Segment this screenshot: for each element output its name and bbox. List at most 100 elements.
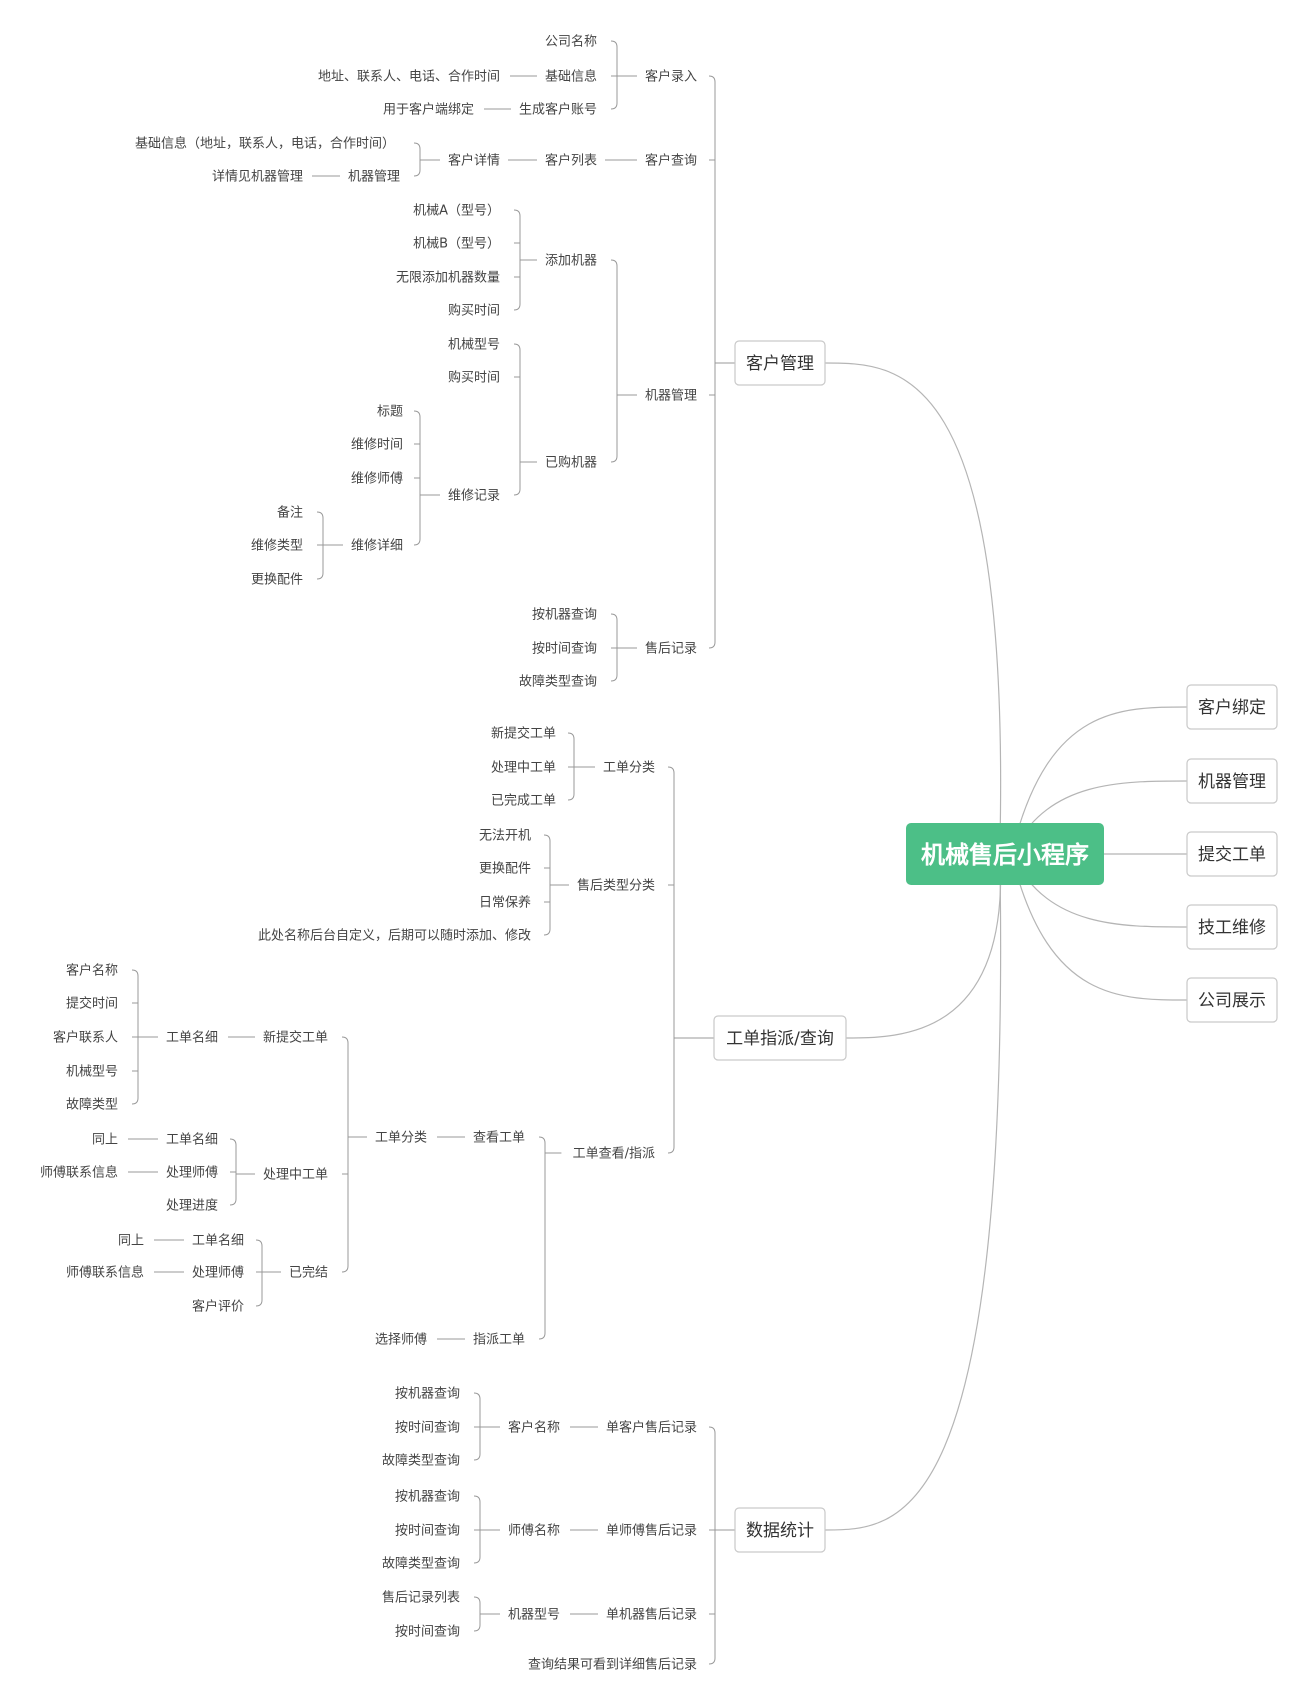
- branch-right-1[interactable]: 机器管理: [1198, 772, 1266, 792]
- topic-label[interactable]: 维修详细: [351, 539, 403, 554]
- branch-right-0[interactable]: 客户绑定: [1198, 698, 1266, 718]
- topic-label[interactable]: 处理中工单: [491, 761, 556, 776]
- topic-label[interactable]: 单师傅售后记录: [606, 1523, 697, 1539]
- root-node-box[interactable]: [906, 823, 1104, 885]
- topic-label[interactable]: 单机器售后记录: [606, 1607, 697, 1623]
- branch-left-0[interactable]: 客户管理: [746, 354, 814, 374]
- topic-label[interactable]: 维修时间: [351, 438, 403, 453]
- topic-label[interactable]: 维修师傅: [351, 472, 403, 487]
- branch-left-2[interactable]: 数据统计: [746, 1521, 814, 1541]
- topic-label[interactable]: 按机器查询: [532, 608, 597, 623]
- topic-label[interactable]: 按机器查询: [395, 1490, 460, 1505]
- topic-label[interactable]: 基础信息: [545, 69, 597, 85]
- topic-label[interactable]: 处理进度: [166, 1198, 218, 1214]
- topic-label[interactable]: 无法开机: [479, 829, 531, 844]
- topic-label[interactable]: 处理中工单: [263, 1168, 328, 1183]
- topic-label[interactable]: 客户名称: [66, 963, 118, 979]
- topic-label[interactable]: 用于客户端绑定: [383, 102, 474, 118]
- topic-label[interactable]: 同上: [118, 1234, 144, 1249]
- topic-label[interactable]: 机械A（型号）: [413, 204, 500, 219]
- node-customer-entry[interactable]: 客户录入: [645, 69, 697, 85]
- branch-left-1-box[interactable]: [713, 1015, 847, 1061]
- node-machine-mgmt[interactable]: 机器管理: [645, 389, 697, 404]
- topic-label[interactable]: 故障类型查询: [382, 1454, 460, 1469]
- branch-left-2-box[interactable]: [734, 1507, 826, 1553]
- topic-label[interactable]: 更换配件: [251, 573, 303, 588]
- branch-right-2[interactable]: 提交工单: [1198, 845, 1266, 865]
- topic-label[interactable]: 基础信息（地址，联系人，电话，合作时间）: [135, 136, 395, 152]
- topic-label[interactable]: 无限添加机器数量: [396, 271, 500, 286]
- topic-label[interactable]: 客户名称: [508, 1420, 560, 1436]
- branch-right-4[interactable]: 公司展示: [1198, 991, 1266, 1011]
- topic-label[interactable]: 购买时间: [448, 370, 500, 386]
- branch-right-3-box[interactable]: [1186, 904, 1278, 950]
- topic-label[interactable]: 按时间查询: [395, 1524, 460, 1539]
- branch-right-0-box[interactable]: [1186, 684, 1278, 730]
- topic-label[interactable]: 查看工单: [473, 1130, 525, 1146]
- node-customer-query[interactable]: 客户查询: [645, 153, 697, 169]
- topic-label[interactable]: 生成客户账号: [519, 102, 597, 118]
- topic-label[interactable]: 此处名称后台自定义，后期可以随时添加、修改: [258, 928, 531, 944]
- topic-label[interactable]: 指派工单: [473, 1333, 525, 1348]
- topic-label[interactable]: 按时间查询: [395, 1421, 460, 1436]
- topic-label[interactable]: 处理师傅: [166, 1166, 218, 1181]
- topic-label[interactable]: 购买时间: [448, 303, 500, 319]
- topic-label[interactable]: 添加机器: [545, 254, 597, 269]
- topic-label[interactable]: 师傅联系信息: [66, 1265, 144, 1281]
- topic-label[interactable]: 单客户售后记录: [606, 1420, 697, 1436]
- topic-label[interactable]: 新提交工单: [263, 1030, 328, 1046]
- topic-label[interactable]: 按机器查询: [395, 1387, 460, 1402]
- topic-label[interactable]: 维修类型: [251, 539, 303, 554]
- branch-left-0-box[interactable]: [734, 340, 826, 386]
- topic-label[interactable]: 提交时间: [66, 996, 118, 1012]
- topic-label[interactable]: 师傅名称: [508, 1523, 560, 1539]
- topic-label[interactable]: 更换配件: [479, 862, 531, 877]
- topic-label[interactable]: 机器型号: [508, 1608, 560, 1623]
- topic-label[interactable]: 师傅联系信息: [40, 1165, 118, 1181]
- topic-label[interactable]: 故障类型查询: [382, 1557, 460, 1572]
- topic-label[interactable]: 机械型号: [66, 1065, 118, 1080]
- topic-label[interactable]: 已完结: [289, 1266, 328, 1281]
- topic-label[interactable]: 客户评价: [192, 1299, 244, 1315]
- topic-label[interactable]: 查询结果可看到详细售后记录: [528, 1657, 697, 1673]
- branch-right-4-box[interactable]: [1186, 977, 1278, 1023]
- topic-label[interactable]: 工单名细: [166, 1030, 218, 1046]
- topic-label[interactable]: 备注: [277, 505, 303, 521]
- topic-label[interactable]: 已完成工单: [491, 794, 556, 809]
- branch-right-3[interactable]: 技工维修: [1198, 918, 1266, 938]
- topic-label[interactable]: 售后记录列表: [382, 1590, 460, 1606]
- topic-label[interactable]: 客户列表: [545, 153, 597, 169]
- topic-label[interactable]: 同上: [92, 1133, 118, 1148]
- topic-label[interactable]: 工单名细: [192, 1233, 244, 1249]
- topic-label[interactable]: 地址、联系人、电话、合作时间: [318, 70, 500, 85]
- branch-right-1-box[interactable]: [1186, 758, 1278, 804]
- topic-label[interactable]: 故障类型: [66, 1098, 118, 1113]
- branch-left-1[interactable]: 工单指派/查询: [726, 1029, 834, 1049]
- topic-label[interactable]: 已购机器: [545, 455, 597, 471]
- topic-label[interactable]: 故障类型查询: [519, 675, 597, 690]
- topic-label[interactable]: 客户联系人: [53, 1030, 118, 1046]
- topic-label[interactable]: 日常保养: [479, 895, 531, 911]
- branch-right-2-box[interactable]: [1186, 831, 1278, 877]
- root-node-title[interactable]: 机械售后小程序: [921, 841, 1089, 869]
- topic-label[interactable]: 按时间查询: [395, 1625, 460, 1640]
- node-after-sale[interactable]: 售后记录: [645, 641, 697, 657]
- topic-label[interactable]: 处理师傅: [192, 1266, 244, 1281]
- topic-label[interactable]: 按时间查询: [532, 642, 597, 657]
- topic-label[interactable]: 新提交工单: [491, 726, 556, 742]
- topic-label[interactable]: 客户详情: [448, 153, 500, 169]
- topic-label[interactable]: 机械型号: [448, 338, 500, 353]
- topic-label[interactable]: 标题: [377, 405, 403, 420]
- topic-label[interactable]: 选择师傅: [375, 1333, 427, 1348]
- topic-label[interactable]: 工单分类: [375, 1131, 427, 1146]
- connector-line: [708, 75, 716, 649]
- topic-label[interactable]: 售后类型分类: [577, 878, 655, 894]
- topic-label[interactable]: 工单查看/指派: [573, 1146, 655, 1162]
- topic-label[interactable]: 机器管理: [348, 170, 400, 185]
- topic-label[interactable]: 详情见机器管理: [212, 170, 303, 185]
- topic-label[interactable]: 维修记录: [448, 489, 500, 504]
- topic-label[interactable]: 工单分类: [603, 761, 655, 776]
- topic-label[interactable]: 工单名细: [166, 1132, 218, 1148]
- topic-label[interactable]: 机械B（型号）: [413, 237, 500, 252]
- topic-label[interactable]: 公司名称: [545, 34, 597, 50]
